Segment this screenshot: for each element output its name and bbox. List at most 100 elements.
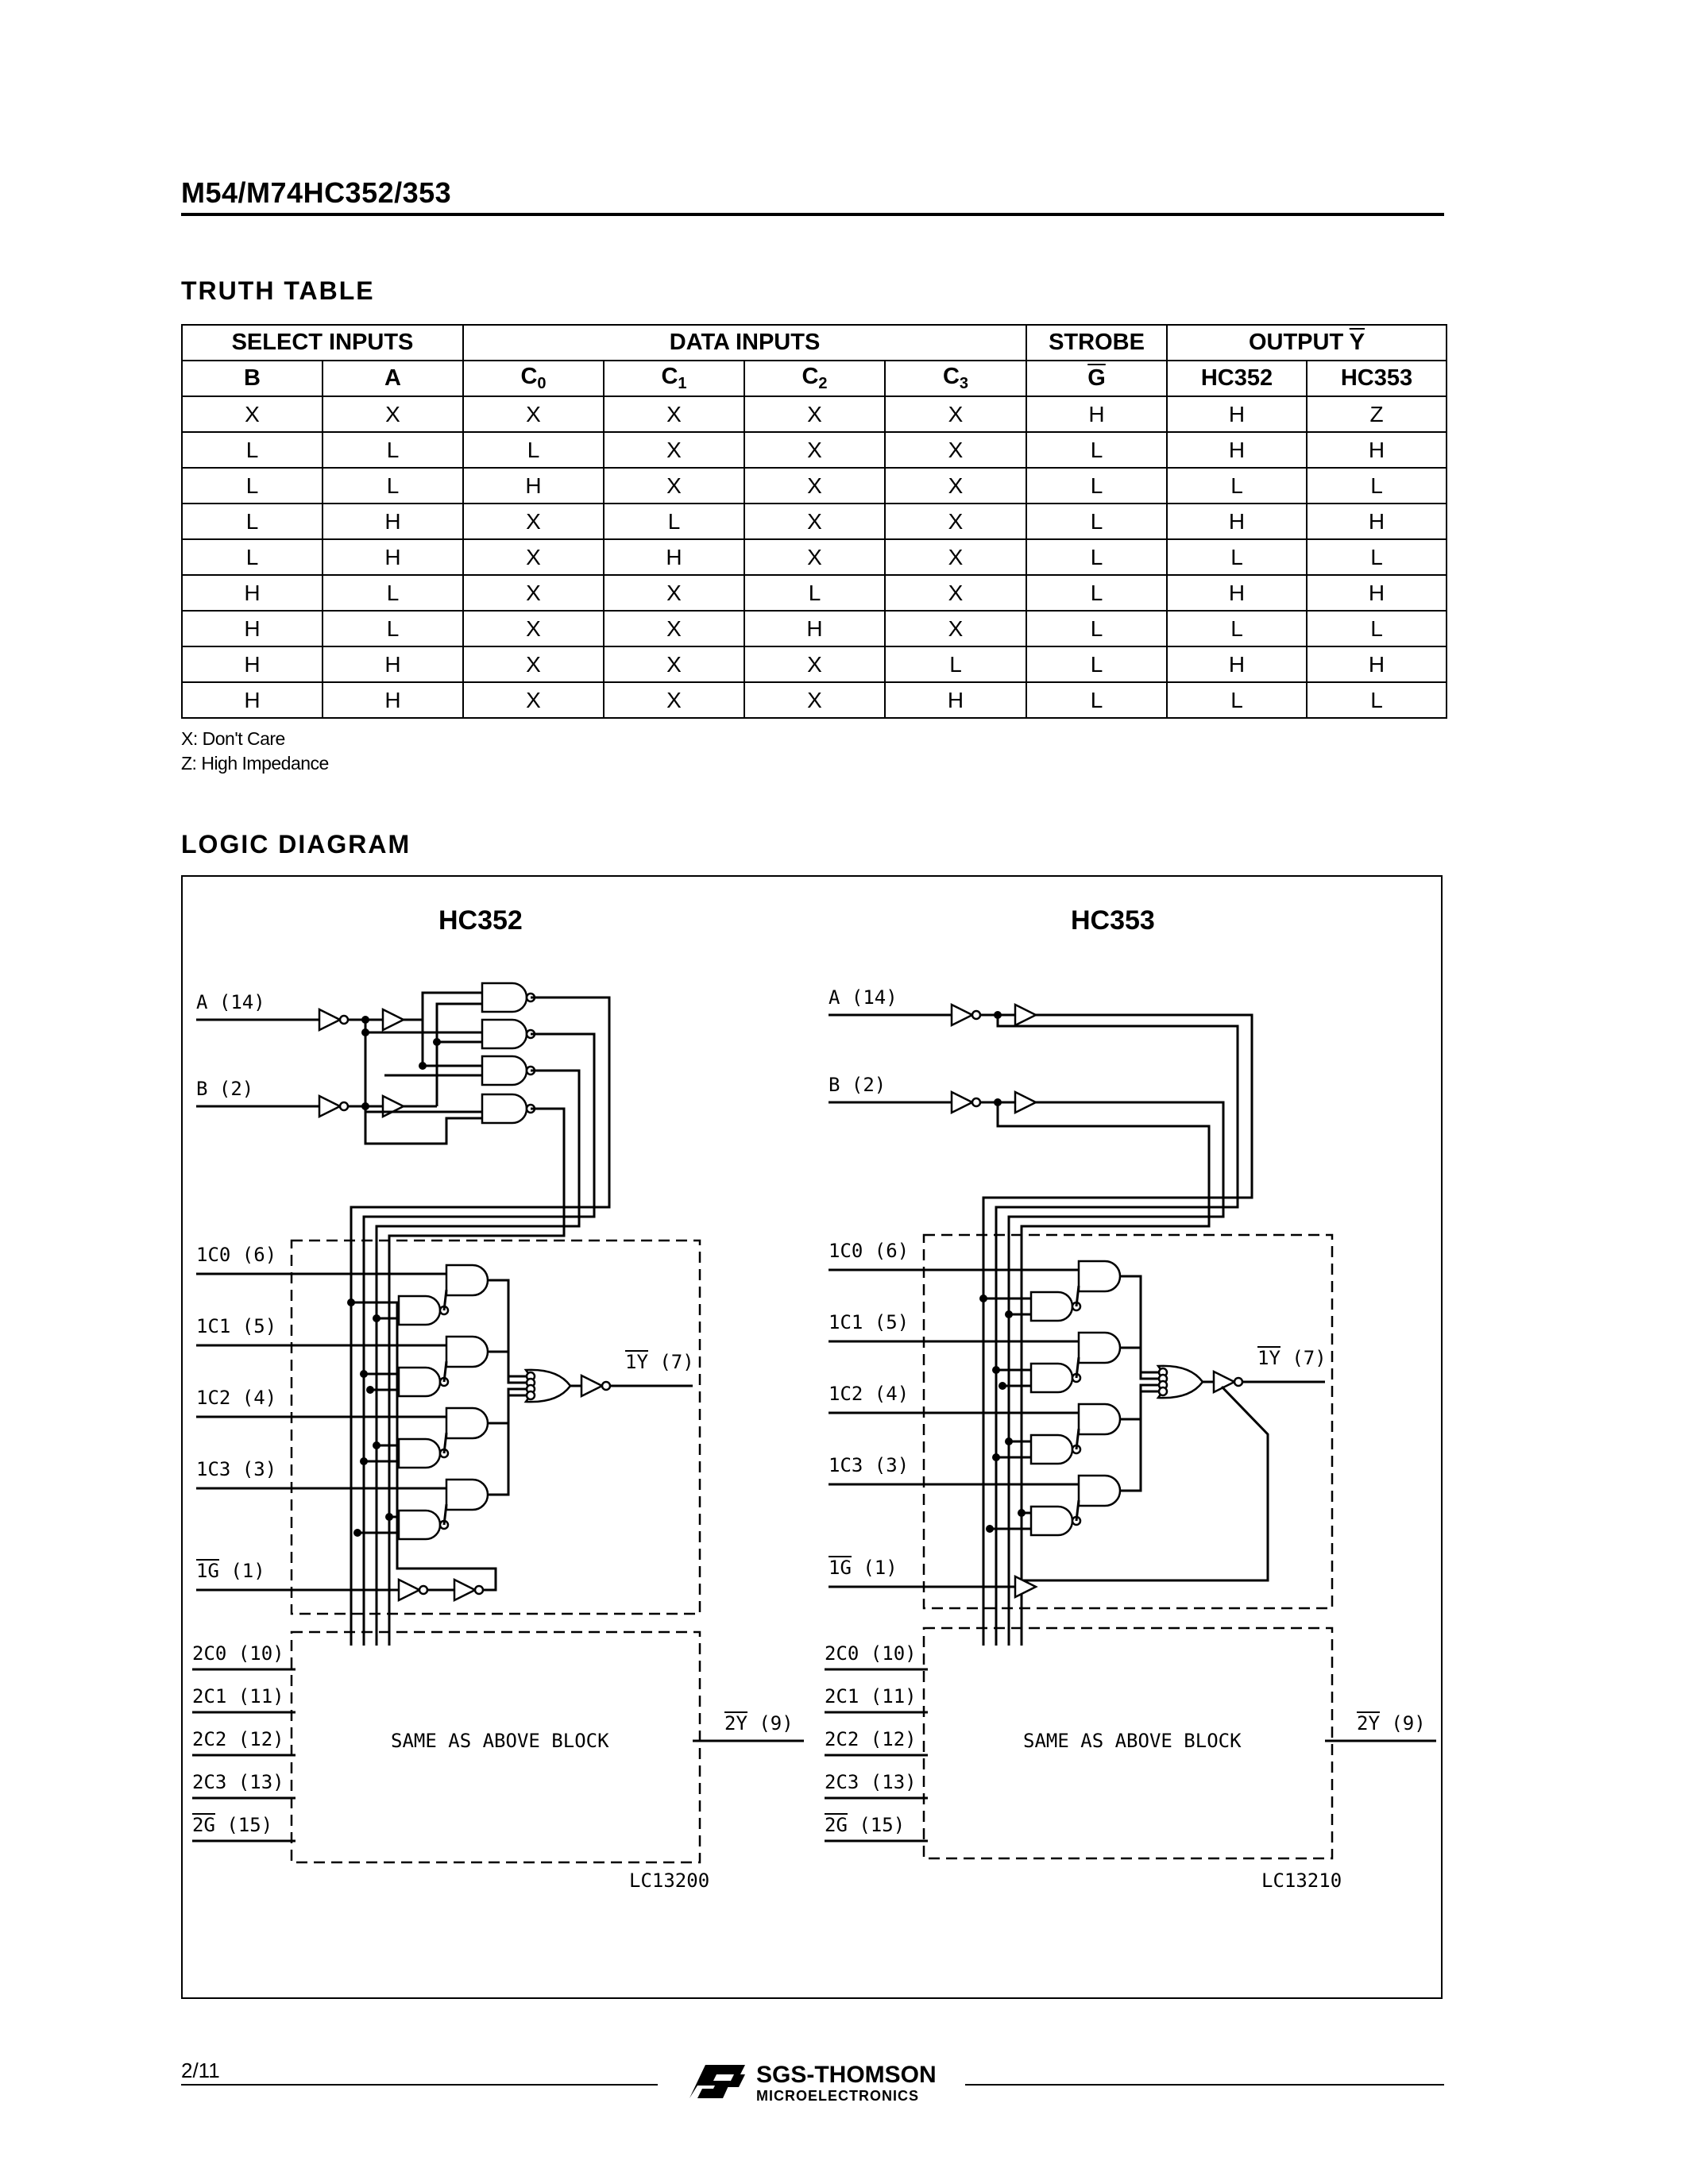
- select-nand-gate: [397, 1295, 442, 1326]
- inverter-gate: [397, 1577, 422, 1603]
- group-header-strobe: STROBE: [1026, 324, 1168, 361]
- diagram-title: HC353: [1071, 905, 1155, 936]
- junction-dot: [361, 1028, 369, 1036]
- table-cell: L: [1026, 574, 1168, 612]
- table-cell: X: [744, 503, 886, 540]
- table-cell: L: [744, 574, 886, 612]
- table-cell: H: [1306, 646, 1447, 683]
- table-cell: X: [603, 467, 745, 504]
- data-input-label: 1C3 (3): [196, 1458, 276, 1480]
- data-and-gate: [1077, 1331, 1122, 1364]
- truth-table-group-header-row: SELECT INPUTS DATA INPUTS STROBE OUTPUT …: [181, 324, 1447, 361]
- table-cell: X: [603, 431, 745, 469]
- wire: [1120, 1383, 1158, 1421]
- table-cell: X: [462, 574, 605, 612]
- wire: [442, 1360, 448, 1383]
- select-nand-gate: [1029, 1291, 1074, 1322]
- input-label-2g: 2G (15): [192, 1814, 272, 1836]
- column-header: A: [322, 360, 464, 397]
- buffer-gate: [1014, 1002, 1038, 1028]
- logic-diagram-frame: [181, 875, 1443, 1999]
- note-dont-care: X: Don't Care: [181, 728, 285, 749]
- table-cell: X: [744, 646, 886, 683]
- pin-label-b: B (2): [829, 1074, 886, 1096]
- data-and-gate: [445, 1335, 489, 1368]
- wire: [1017, 1385, 1269, 1582]
- wire: [996, 1102, 1211, 1646]
- wire: [1120, 1346, 1158, 1380]
- wire: [442, 1289, 448, 1311]
- table-cell: H: [1166, 574, 1308, 612]
- select-nand-gate: [397, 1437, 442, 1469]
- footer-rule-right: [965, 2084, 1444, 2086]
- table-cell: L: [181, 538, 323, 576]
- table-cell: X: [603, 610, 745, 647]
- data-input-label: 1C2 (4): [196, 1387, 276, 1409]
- wire: [1120, 1390, 1158, 1492]
- decoder-nand-gate: [481, 1055, 528, 1086]
- table-cell: X: [744, 538, 886, 576]
- diagram-title: HC352: [438, 905, 523, 936]
- table-cell: H: [181, 574, 323, 612]
- wire: [1120, 1275, 1158, 1374]
- wire: [982, 1013, 1253, 1646]
- wire: [388, 1107, 566, 1646]
- same-as-above-label: SAME AS ABOVE BLOCK: [1023, 1730, 1242, 1752]
- inverter-bubble: [601, 1380, 612, 1391]
- brand-subtitle: MICROELECTRONICS: [756, 2088, 919, 2104]
- table-cell: X: [884, 610, 1027, 647]
- table-cell: H: [1166, 646, 1308, 683]
- table-cell: H: [181, 646, 323, 683]
- table-cell: X: [744, 681, 886, 719]
- data-input-label: 1C1 (5): [196, 1315, 276, 1337]
- table-cell: X: [884, 538, 1027, 576]
- data-input-label: 1C3 (3): [829, 1454, 909, 1476]
- wire: [1007, 1101, 1225, 1646]
- table-cell: L: [1026, 431, 1168, 469]
- pin-label-a: A (14): [196, 991, 265, 1013]
- figure-code: LC13210: [1261, 1870, 1342, 1892]
- truth-table-heading: TRUTH TABLE: [181, 276, 375, 305]
- select-nand-gate: [1029, 1362, 1074, 1394]
- inverter-gate: [580, 1373, 605, 1399]
- buffer-gate: [381, 1007, 406, 1032]
- figure-code: LC13200: [629, 1870, 709, 1892]
- data-input-label-2: 2C1 (11): [825, 1685, 917, 1707]
- wire: [488, 1279, 526, 1378]
- junction-dot: [419, 1062, 427, 1070]
- st-logo-icon: [689, 2065, 745, 2098]
- table-cell: L: [322, 574, 464, 612]
- select-nand-gate: [397, 1509, 442, 1541]
- inverter-bubble: [418, 1584, 429, 1596]
- output-header-y: Y: [1349, 330, 1365, 355]
- table-cell: L: [1166, 538, 1308, 576]
- data-input-label: 1C1 (5): [829, 1311, 909, 1333]
- table-cell: H: [1166, 503, 1308, 540]
- wire: [442, 1503, 448, 1526]
- data-input-label: 1C2 (4): [829, 1383, 909, 1405]
- footer-rule-left: [181, 2084, 658, 2086]
- table-cell: L: [1166, 610, 1308, 647]
- data-input-label: 1C0 (6): [829, 1240, 909, 1262]
- wire: [421, 991, 482, 1020]
- table-cell: L: [1166, 681, 1308, 719]
- table-cell: X: [744, 396, 886, 433]
- truth-table: SELECT INPUTS DATA INPUTS STROBE OUTPUT …: [181, 324, 1447, 719]
- wire: [1075, 1499, 1080, 1522]
- table-cell: H: [322, 646, 464, 683]
- group-header-select: SELECT INPUTS: [181, 324, 464, 361]
- inverter-bubble: [473, 1584, 485, 1596]
- inverter-gate: [318, 1094, 342, 1119]
- buffer-gate: [381, 1094, 406, 1119]
- table-cell: H: [1166, 431, 1308, 469]
- inverter-gate: [950, 1090, 975, 1115]
- table-cell: H: [322, 681, 464, 719]
- data-input-label-2: 2C2 (12): [192, 1728, 284, 1750]
- wire: [435, 1002, 482, 1106]
- wire: [1075, 1285, 1080, 1307]
